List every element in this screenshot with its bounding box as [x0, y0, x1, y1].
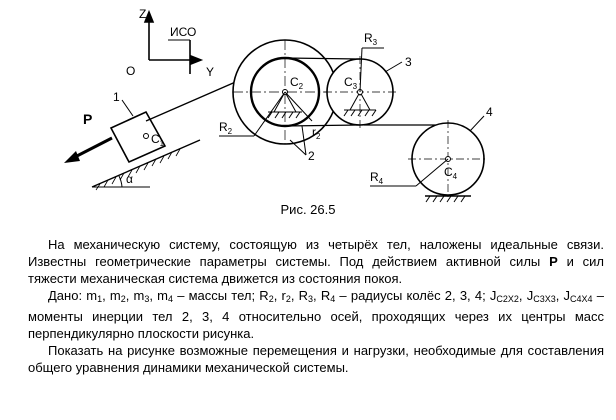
c1-label: C1 — [151, 132, 165, 148]
paragraph-2: Дано: m1, m2, m3, m4 – массы тел; R2, r2… — [28, 288, 604, 341]
r3-label: R3 — [364, 31, 378, 47]
iso-label: ИСО — [170, 25, 196, 39]
paragraph-3: Показать на рисунке возможные перемещени… — [28, 343, 604, 375]
r2-label: R2 — [219, 120, 233, 136]
body-1-block — [109, 110, 167, 164]
body-2-leader-a — [289, 139, 307, 156]
r3-radius-line — [359, 47, 363, 93]
problem-text: На механическую систему, состоящую из че… — [28, 236, 604, 376]
wheel-3-support — [343, 91, 377, 117]
alpha-label: α — [126, 172, 133, 186]
c1-center-point — [143, 133, 149, 139]
c4-label: C4 — [444, 165, 458, 181]
body-4-leader — [469, 115, 485, 132]
coordinate-frame — [143, 9, 204, 74]
body-1-leader — [121, 99, 134, 117]
body-3-leader — [384, 61, 403, 73]
c3-label: C3 — [344, 75, 358, 91]
origin-label: O — [126, 64, 135, 78]
r2-radius-line — [253, 91, 286, 137]
r4-radius-line — [415, 158, 449, 187]
body-2-label: 2 — [308, 149, 315, 163]
body-3-label: 3 — [405, 55, 412, 69]
figure-caption: Рис. 26.5 — [280, 202, 336, 217]
body-1-label: 1 — [113, 90, 120, 104]
z-axis-label: Z — [139, 7, 146, 21]
r4-label: R4 — [370, 170, 384, 186]
ground-under-wheel-4 — [425, 195, 471, 203]
belt-2-3-top — [284, 57, 361, 60]
inclined-plane — [91, 139, 201, 191]
c2-label: C2 — [290, 75, 304, 91]
paragraph-1: На механическую систему, состоящую из че… — [28, 237, 604, 286]
r2-small-radius-line — [284, 91, 313, 122]
force-p-arrow — [64, 136, 113, 163]
mechanism-diagram: Z O Y ИСО α C1 1 P — [64, 7, 493, 203]
belt-2-3-bottom — [284, 124, 361, 127]
force-p-label: P — [83, 111, 92, 127]
body-4-label: 4 — [486, 105, 493, 119]
y-axis-label: Y — [206, 65, 214, 79]
r2-small-label: r2 — [312, 125, 321, 141]
body-2-leader-b — [301, 125, 307, 156]
